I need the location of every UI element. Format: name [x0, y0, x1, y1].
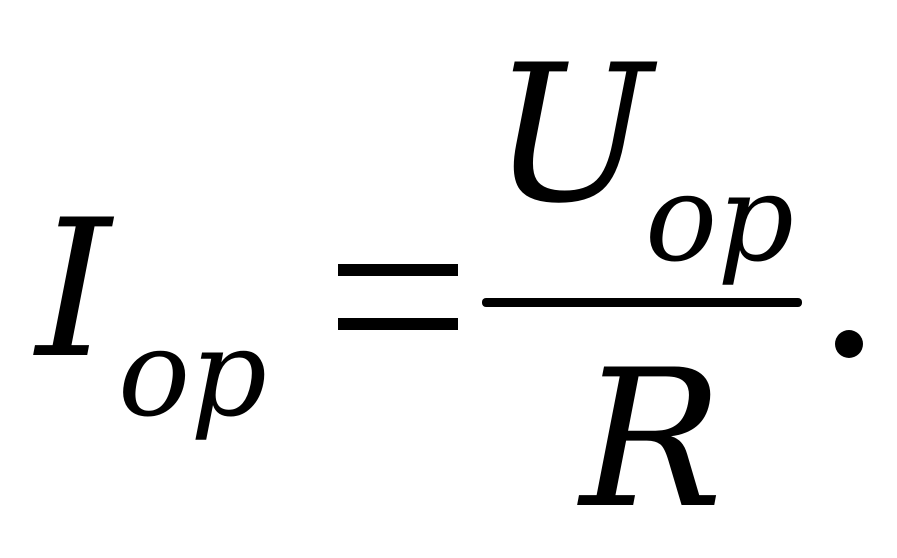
fraction-bar [482, 298, 802, 307]
lhs-subscript: op [118, 305, 268, 444]
equals-bottom-bar [338, 318, 458, 330]
lhs-variable: I [36, 179, 112, 400]
equals-top-bar [338, 264, 458, 276]
numerator-subscript: op [645, 150, 795, 289]
denominator-variable: R [580, 329, 724, 550]
numerator-variable: U [492, 24, 653, 245]
period-dot [835, 330, 863, 358]
